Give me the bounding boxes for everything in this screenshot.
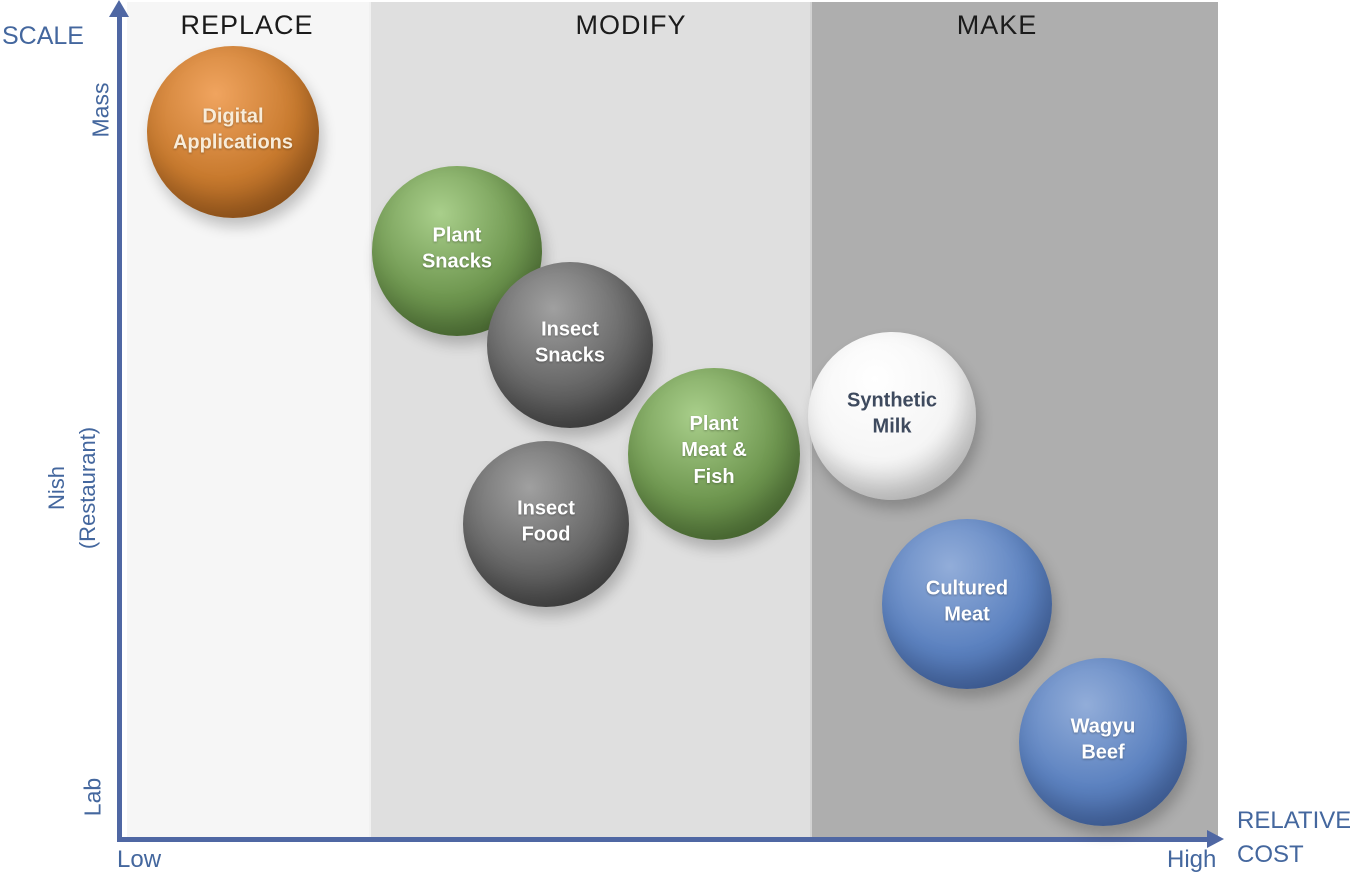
bubble-label: Synthetic Milk: [846, 389, 938, 438]
x-axis-line: [117, 837, 1209, 842]
bubble-label: Insect Food: [517, 497, 575, 546]
bubble-insect-snacks: Insect Snacks: [487, 262, 653, 428]
bubble-label: Digital Applications: [172, 105, 294, 154]
bubble-label: Wagyu Beef: [1070, 715, 1136, 764]
bubble-label: Cultured Meat: [925, 577, 1009, 626]
x-axis-title: RELATIVE COST: [1237, 807, 1350, 869]
bubble-digital-applications: Digital Applications: [147, 46, 319, 218]
y-axis-arrowhead-icon: [109, 0, 129, 17]
bubble-wagyu-beef: Wagyu Beef: [1019, 658, 1187, 826]
x-tick-low: Low: [117, 846, 162, 873]
bubble-label: Plant Snacks: [421, 224, 493, 273]
zone-make-label: MAKE: [956, 10, 1038, 40]
y-tick-nish-restaurant: Nish (Restaurant): [44, 426, 100, 550]
y-tick-mass: Mass: [87, 82, 114, 138]
bubble-plant-meat-fish: Plant Meat & Fish: [628, 368, 800, 540]
x-tick-high: High: [1167, 846, 1217, 873]
bubble-synthetic-milk: Synthetic Milk: [808, 332, 976, 500]
y-axis-title: SCALE: [2, 22, 84, 50]
zone-modify-label: MODIFY: [575, 10, 687, 40]
y-axis-line: [117, 12, 122, 842]
zone-replace-label: REPLACE: [180, 10, 314, 40]
bubble-label: Plant Meat & Fish: [681, 413, 747, 489]
y-tick-lab: Lab: [79, 777, 106, 817]
bubble-insect-food: Insect Food: [463, 441, 629, 607]
bubble-label: Insect Snacks: [534, 318, 606, 367]
x-axis-arrowhead-icon: [1207, 830, 1224, 848]
bubble-cultured-meat: Cultured Meat: [882, 519, 1052, 689]
